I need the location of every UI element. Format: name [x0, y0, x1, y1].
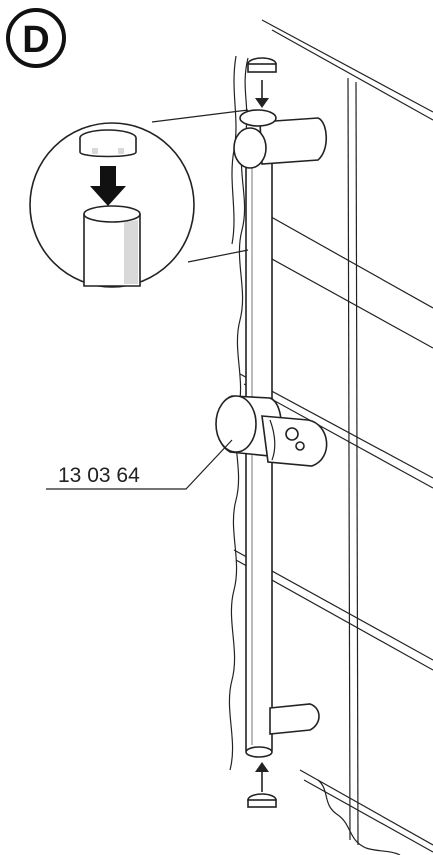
holder-cradle — [261, 415, 328, 467]
bottom-cap-group — [247, 762, 277, 808]
step-letter: D — [22, 19, 49, 61]
part-number: 13 03 64 — [58, 464, 140, 487]
detail-tube-opening — [83, 205, 141, 223]
grout-h-4b — [303, 779, 433, 853]
top-bracket-arm — [259, 117, 328, 165]
detail-magnifier — [29, 109, 249, 288]
detail-tube-shade — [124, 220, 138, 284]
top-cap-group — [247, 57, 277, 108]
holder-detail — [269, 419, 276, 461]
step-badge-circle-icon — [6, 8, 66, 68]
rail-top-opening — [239, 109, 277, 127]
grout-v-1b — [355, 81, 359, 846]
magnifier-leader-bottom — [187, 249, 249, 263]
detail-cap-body — [79, 138, 137, 158]
detail-cap-notch-1 — [92, 148, 98, 154]
slider-collar — [215, 395, 257, 453]
down-arrow-icon — [255, 80, 269, 108]
callout-leader — [46, 439, 233, 490]
rail-bottom-end — [245, 746, 273, 758]
top-bracket-collar — [233, 127, 267, 169]
wall-top-edge-2 — [261, 19, 433, 113]
hand-shower-holder — [215, 395, 328, 467]
step-badge: D — [6, 8, 66, 68]
grout-h-4 — [299, 769, 433, 846]
grout-v-1 — [347, 77, 351, 841]
up-arrow-icon — [255, 762, 269, 792]
detail-circle-icon — [29, 122, 195, 288]
holder-pivot-icon — [295, 441, 305, 451]
wall-top-edge — [271, 29, 433, 121]
detail-down-arrow-icon — [90, 166, 126, 206]
holder-screw-icon — [285, 427, 299, 441]
bottom-bracket-arm — [269, 703, 320, 735]
grout-h-1b — [251, 247, 433, 349]
grout-h-1 — [247, 203, 433, 309]
wall-edge-bottom — [317, 779, 401, 855]
magnifier-leader-top — [151, 109, 249, 123]
detail-cap-notch-2 — [118, 148, 124, 154]
bottom-cap-body — [247, 799, 277, 808]
top-cap-body — [247, 63, 277, 73]
part-callout: 13 03 64 — [46, 439, 233, 490]
